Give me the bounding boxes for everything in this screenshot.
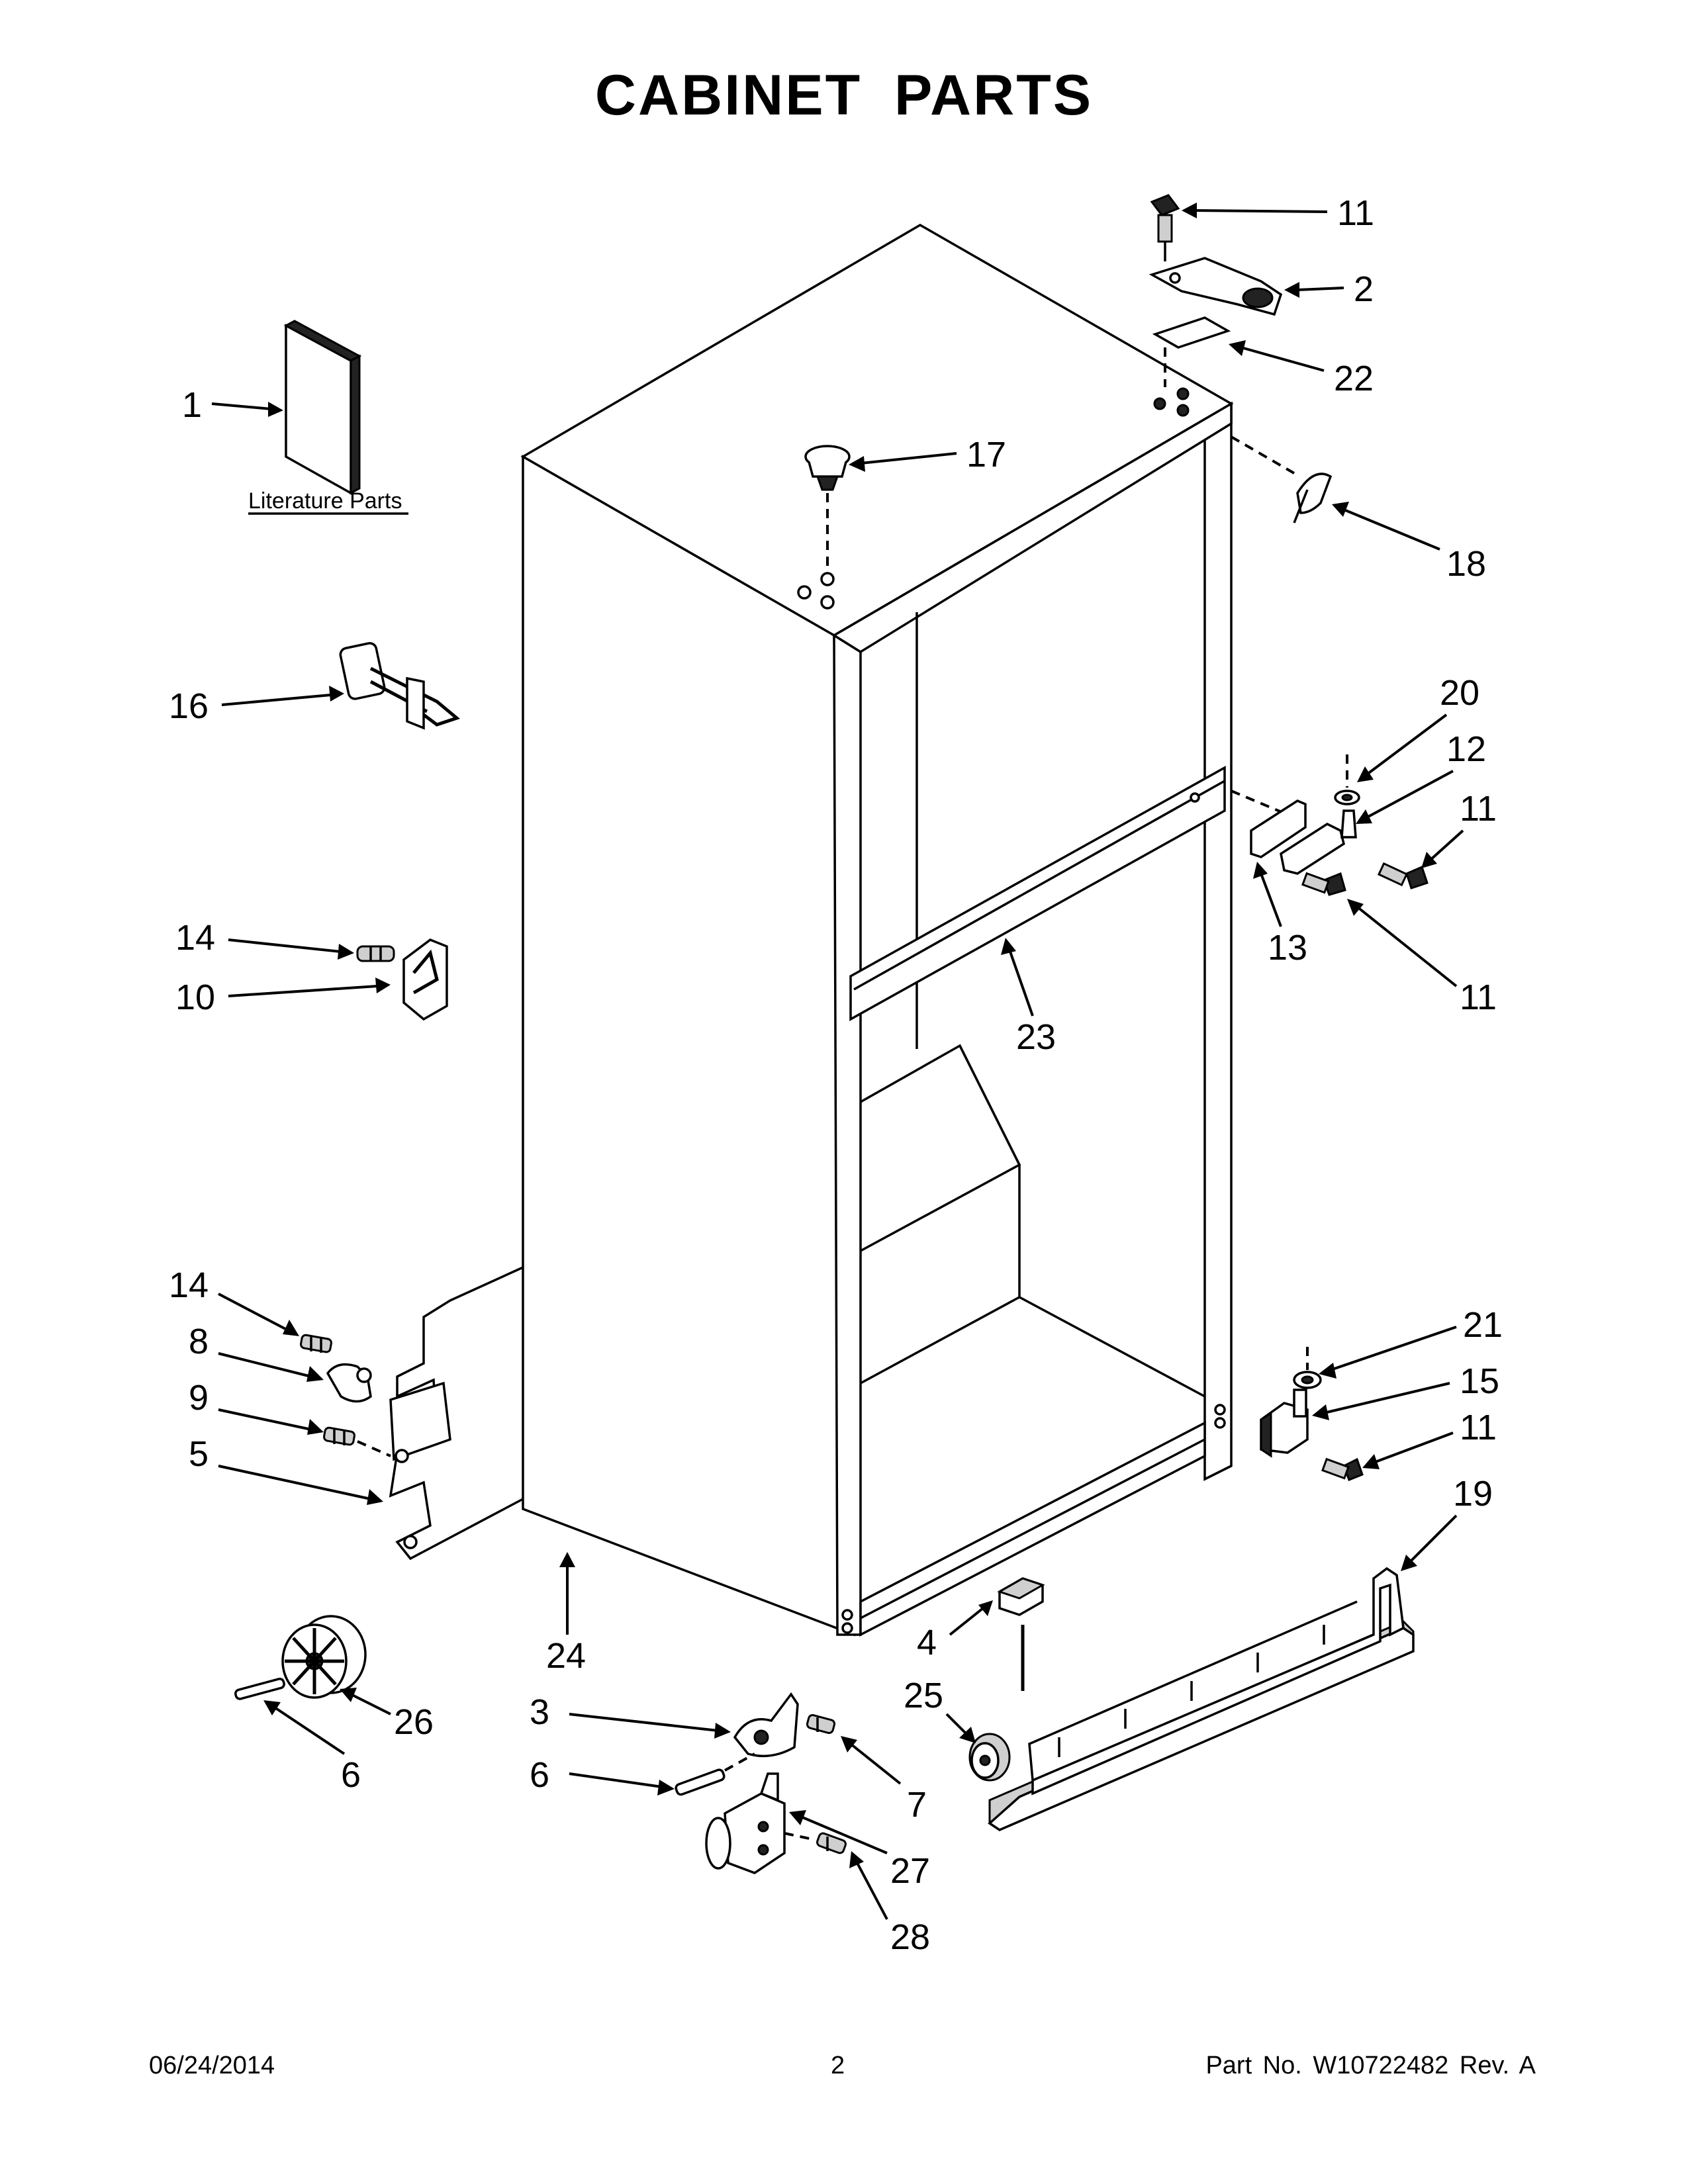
callout-8: 8: [189, 1322, 209, 1361]
callout-4: 4: [917, 1623, 937, 1662]
page-title: CABINET PARTS: [594, 64, 1094, 127]
callout-17: 17: [966, 435, 1006, 475]
callout-14-lower: 14: [169, 1265, 209, 1305]
callout-11-middle-lower: 11: [1460, 978, 1497, 1017]
callout-11-top: 11: [1337, 193, 1374, 233]
callout-14-upper: 14: [175, 918, 215, 958]
front-roller-icon: [675, 1692, 847, 1874]
top-hinge-icon: [1149, 194, 1283, 387]
callout-26: 26: [394, 1702, 434, 1742]
callout-21: 21: [1463, 1305, 1503, 1345]
callout-13: 13: [1268, 928, 1307, 968]
callout-22: 22: [1334, 359, 1374, 398]
callout-5: 5: [189, 1434, 209, 1474]
cabinet-plug-icon: [804, 445, 851, 491]
callout-27: 27: [890, 1851, 930, 1891]
rear-bracket-icon: [300, 1266, 524, 1561]
callout-24: 24: [546, 1636, 586, 1676]
callout-25: 25: [904, 1676, 943, 1715]
door-stop-icon: [339, 642, 461, 730]
clip-icon: [1293, 473, 1333, 523]
callout-12: 12: [1446, 729, 1486, 769]
callout-28: 28: [890, 1917, 930, 1957]
upper-hinge-bracket-icon: [356, 938, 448, 1021]
callout-11-middle-upper: 11: [1460, 789, 1497, 829]
footer-page-number: 2: [831, 2052, 845, 2079]
footer-part-number: Part No. W10722482 Rev. A: [1205, 2052, 1536, 2079]
literature-booklet-icon: [283, 320, 362, 495]
callout-2: 2: [1354, 269, 1374, 309]
leveling-leg-icon: [968, 1577, 1045, 1782]
bottom-hinge-icon: [1260, 1347, 1364, 1481]
callout-1: 1: [182, 385, 202, 425]
toe-grille-icon: [988, 1567, 1415, 1831]
callout-7: 7: [907, 1785, 927, 1825]
callout-15: 15: [1460, 1361, 1499, 1401]
callout-19: 19: [1453, 1474, 1493, 1514]
callout-16: 16: [169, 686, 209, 726]
callout-23: 23: [1016, 1017, 1056, 1057]
cabinet-body: [520, 223, 1234, 1637]
callout-6-right: 6: [530, 1755, 549, 1795]
rear-roller-icon: [234, 1615, 367, 1700]
callout-6-left: 6: [341, 1755, 361, 1795]
callout-10: 10: [175, 978, 215, 1017]
footer-date: 06/24/2014: [149, 2052, 275, 2079]
callout-11-bottom: 11: [1460, 1408, 1497, 1447]
middle-hinge-icon: [1231, 754, 1429, 896]
callout-18: 18: [1446, 544, 1486, 584]
callout-3: 3: [530, 1692, 549, 1732]
literature-label: Literature Parts: [248, 488, 402, 514]
callout-20: 20: [1440, 673, 1479, 713]
callout-9: 9: [189, 1378, 209, 1418]
